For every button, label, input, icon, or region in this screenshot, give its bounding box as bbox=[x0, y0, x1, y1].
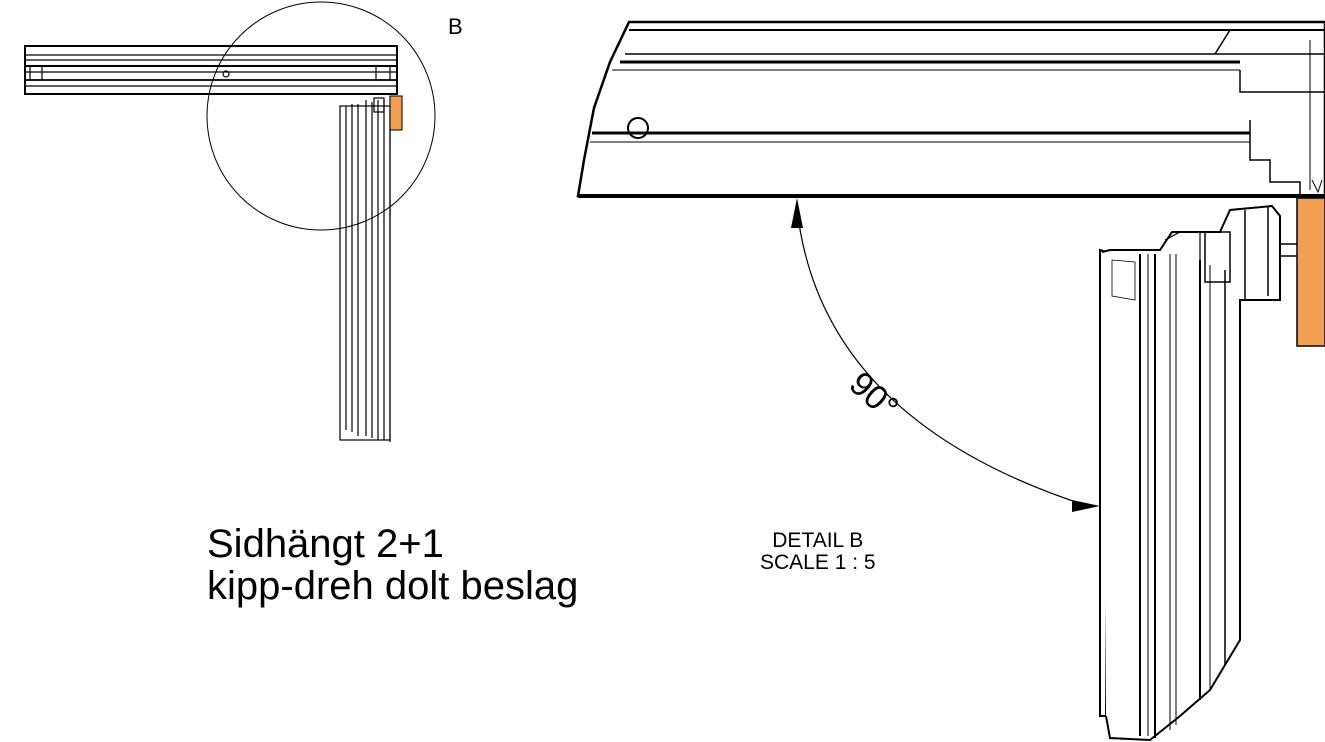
detail-caption: DETAIL B SCALE 1 : 5 bbox=[760, 530, 876, 574]
detail-hinge-block bbox=[1296, 197, 1325, 347]
detail-b-view bbox=[576, 20, 1325, 742]
detail-scale: SCALE 1 : 5 bbox=[760, 551, 876, 574]
angle-arrow-top bbox=[791, 198, 803, 228]
detail-sash-profile bbox=[1099, 204, 1299, 742]
detail-callout-label: B bbox=[448, 14, 463, 39]
title-line-2: kipp-dreh dolt beslag bbox=[207, 564, 579, 608]
detail-name: DETAIL B bbox=[772, 529, 864, 552]
overview-sash-profile bbox=[339, 96, 391, 442]
overview-view bbox=[24, 1, 436, 442]
drawing-title: Sidhängt 2+1 kipp-dreh dolt beslag bbox=[207, 523, 578, 607]
title-line-1: Sidhängt 2+1 bbox=[207, 522, 444, 566]
detail-frame-profile bbox=[576, 20, 1325, 198]
overview-hinge-block bbox=[389, 95, 403, 131]
angle-arrow-right bbox=[1072, 500, 1100, 512]
angle-arc bbox=[796, 207, 1089, 507]
detail-b-circle bbox=[206, 1, 436, 231]
